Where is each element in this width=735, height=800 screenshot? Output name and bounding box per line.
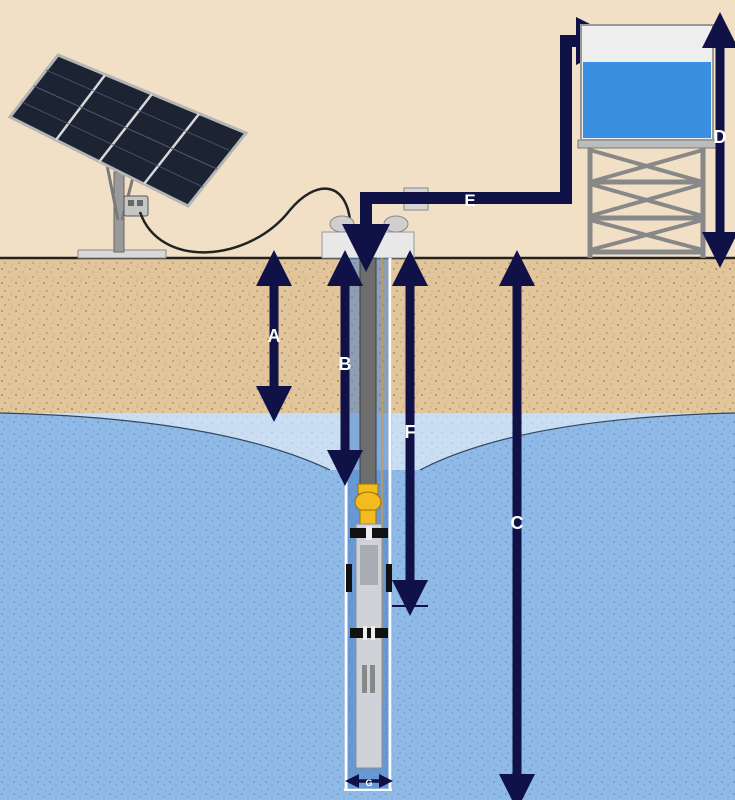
power-cable bbox=[138, 187, 354, 259]
submersible-pump bbox=[346, 523, 392, 769]
dimension-labels: A B C D E F G bbox=[268, 127, 727, 788]
label-d: D bbox=[714, 127, 727, 147]
label-c: C bbox=[511, 513, 524, 533]
water-tank bbox=[580, 24, 714, 141]
label-f: F bbox=[405, 422, 416, 442]
drop-pipe bbox=[359, 257, 377, 491]
solar-panel-array bbox=[7, 53, 249, 208]
dimension-arrows bbox=[256, 12, 735, 800]
delivery-pipe-e bbox=[342, 17, 624, 272]
label-e: E bbox=[464, 191, 475, 210]
tank-tower bbox=[577, 139, 717, 258]
label-g: G bbox=[365, 778, 372, 788]
label-a: A bbox=[268, 326, 281, 346]
solar-panel bbox=[7, 53, 249, 259]
check-valve bbox=[354, 483, 382, 525]
label-b: B bbox=[339, 354, 352, 374]
